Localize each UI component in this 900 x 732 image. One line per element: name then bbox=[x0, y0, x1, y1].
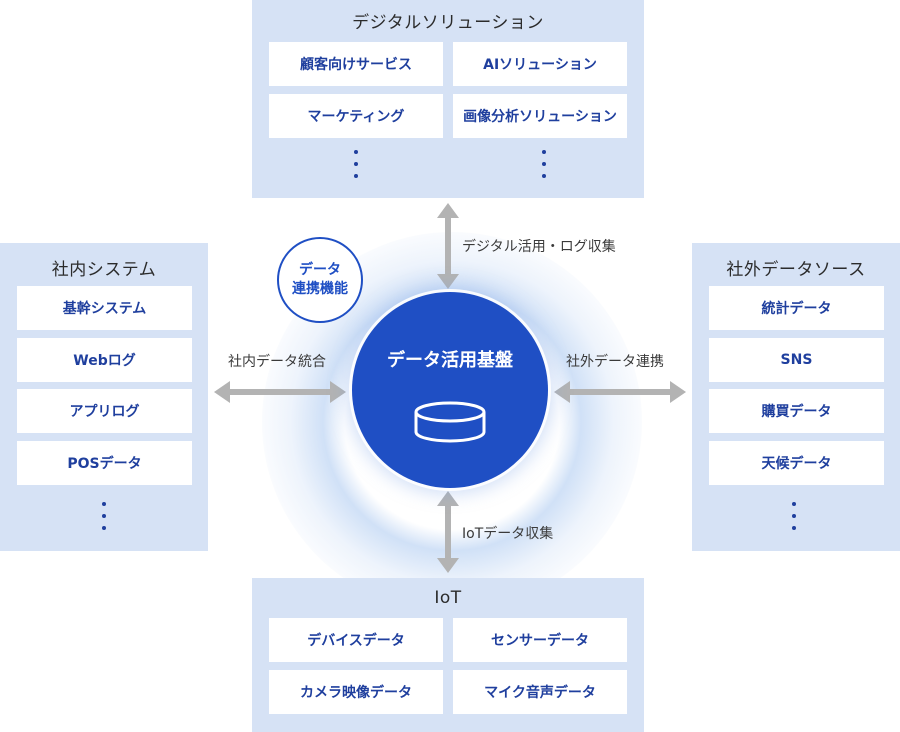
panel-item: 画像分析ソリューション bbox=[453, 94, 627, 138]
panel-item: SNS bbox=[709, 338, 884, 382]
panel-item: アプリログ bbox=[17, 389, 192, 433]
panel-item: 顧客向けサービス bbox=[269, 42, 443, 86]
panel-item: AIソリューション bbox=[453, 42, 627, 86]
panel-item: POSデータ bbox=[17, 441, 192, 485]
panel-item: センサーデータ bbox=[453, 618, 627, 662]
bottom-connection-label: IoTデータ収集 bbox=[462, 526, 554, 542]
badge-line-1: データ bbox=[299, 262, 341, 279]
iot-panel: IoT デバイスデータ センサーデータ カメラ映像データ マイク音声データ bbox=[252, 578, 644, 732]
data-platform-hub bbox=[352, 292, 548, 488]
panel-title: 社外データソース bbox=[726, 260, 866, 280]
right-double-arrow bbox=[554, 381, 686, 403]
top-connection-label: デジタル活用・ログ収集 bbox=[462, 239, 616, 255]
left-connection-label: 社内データ統合 bbox=[228, 354, 326, 370]
more-ellipsis bbox=[792, 502, 796, 530]
internal-systems-panel: 社内システム 基幹システム Webログ アプリログ POSデータ bbox=[0, 243, 208, 551]
top-double-arrow bbox=[437, 203, 459, 289]
external-data-sources-panel: 社外データソース 統計データ SNS 購買データ 天候データ bbox=[692, 243, 900, 551]
panel-title: IoT bbox=[434, 588, 462, 608]
panel-item: 基幹システム bbox=[17, 286, 192, 330]
more-ellipsis bbox=[542, 150, 546, 178]
panel-item: カメラ映像データ bbox=[269, 670, 443, 714]
panel-item: 統計データ bbox=[709, 286, 884, 330]
panel-item: 天候データ bbox=[709, 441, 884, 485]
database-icon bbox=[414, 401, 486, 443]
right-connection-label: 社外データ連携 bbox=[566, 354, 664, 370]
bottom-double-arrow bbox=[437, 491, 459, 573]
panel-title: デジタルソリューション bbox=[352, 13, 544, 33]
left-double-arrow bbox=[214, 381, 346, 403]
more-ellipsis bbox=[354, 150, 358, 178]
panel-item: 購買データ bbox=[709, 389, 884, 433]
digital-solutions-panel: デジタルソリューション 顧客向けサービス AIソリューション マーケティング 画… bbox=[252, 0, 644, 198]
panel-item: マイク音声データ bbox=[453, 670, 627, 714]
panel-title: 社内システム bbox=[51, 260, 157, 280]
data-integration-badge: データ 連携機能 bbox=[277, 237, 363, 323]
panel-item: マーケティング bbox=[269, 94, 443, 138]
hub-title: データ活用基盤 bbox=[387, 350, 513, 371]
more-ellipsis bbox=[102, 502, 106, 530]
panel-item: Webログ bbox=[17, 338, 192, 382]
badge-line-2: 連携機能 bbox=[292, 281, 348, 297]
panel-item: デバイスデータ bbox=[269, 618, 443, 662]
